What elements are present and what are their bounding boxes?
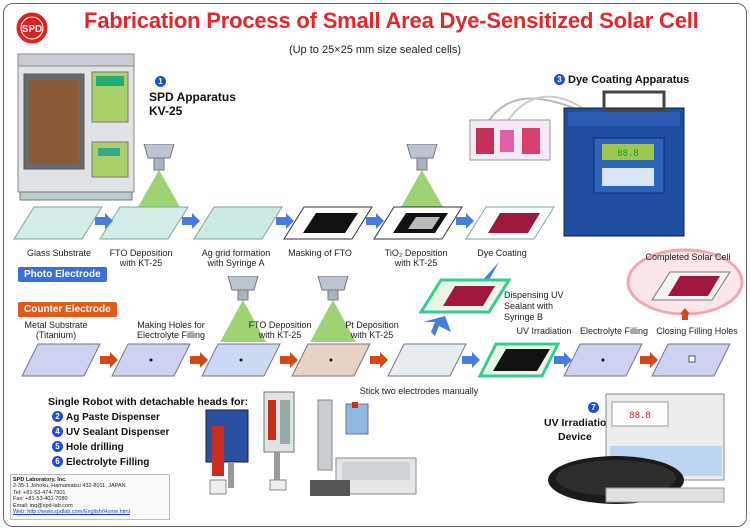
dye-panel-readout: 88.8	[617, 149, 639, 159]
spd-nozzle-fto-counter	[220, 276, 266, 342]
photo-electrode-tag: Photo Electrode	[18, 267, 107, 282]
company-tel: Tel: +81-53-474-7901	[13, 489, 66, 496]
caption-dye-coating: Dye Coating	[477, 248, 527, 258]
step-number-7: 7	[588, 402, 599, 413]
spd-nozzle-tio2	[397, 144, 447, 214]
robot-image	[310, 399, 417, 496]
arrow-right-icon	[640, 352, 658, 368]
caption-metal-substrate: Metal Substrate(Titanium)	[24, 320, 88, 340]
step-number-1: 1	[155, 76, 166, 87]
caption-glass-substrate: Glass Substrate	[26, 248, 92, 258]
robot-heading: Single Robot with detachable heads for:	[48, 396, 249, 408]
arrow-right-icon	[370, 352, 388, 368]
caption-completed: Completed Solar Cell	[645, 252, 731, 262]
caption-closing-holes: Closing Filling Holes	[656, 326, 738, 336]
page-title: Fabrication Process of Small Area Dye-Se…	[84, 8, 699, 33]
contact-info-box: SPD Laboratory, Inc. 2-35-1 Johoku, Hama…	[10, 474, 170, 520]
metal-substrate-plate	[21, 343, 101, 377]
caption-electrolyte-filling: Electrolyte Filling	[579, 326, 649, 336]
uv-irradiation-device-image: 88.8	[548, 393, 725, 504]
stuck-electrodes-plate	[387, 343, 467, 377]
caption-uv-irradiation: UV Irradiation	[516, 326, 572, 336]
company-website-link[interactable]: Web: http://www.spdlab.com/English/Home.…	[13, 509, 130, 516]
spd-apparatus-name: SPD Apparatus	[149, 90, 236, 104]
uv-sealant-group	[418, 262, 512, 336]
logo-text: SPD	[22, 24, 43, 35]
caption-masking: Masking of FTO	[288, 248, 352, 258]
caption-stick-electrodes: Stick two electrodes manually	[359, 386, 479, 396]
diagram-frame: SPD Fabrication Process of Small Area Dy…	[3, 3, 747, 527]
spd-apparatus-image	[17, 53, 135, 201]
arrow-right-icon	[182, 213, 200, 229]
ag-grid-plate	[193, 206, 283, 240]
uv-panel-readout: 88.8	[629, 411, 651, 421]
company-email: Email: inq@spd-lab.com	[13, 502, 73, 509]
spd-apparatus-label: 1 SPD Apparatus KV-25	[149, 72, 236, 118]
arrow-down-right-icon	[423, 316, 451, 336]
arrow-right-icon	[100, 352, 118, 368]
photo-electrode-substrates	[13, 206, 555, 240]
spd-apparatus-model: KV-25	[149, 104, 183, 118]
arrow-right-icon	[95, 213, 113, 229]
arrow-right-icon	[366, 213, 384, 229]
completed-cell-badge	[626, 248, 744, 320]
dispenser-head-2-image	[263, 391, 295, 491]
uv-device-label: 7 UV Irradiation Device	[544, 402, 613, 443]
company-address: 2-35-1 Johoku, Hamamatsu 432-8011, JAPAN	[13, 483, 126, 490]
arrow-right-icon	[280, 352, 298, 368]
counter-electrode-tag: Counter Electrode	[18, 302, 117, 317]
spd-nozzle-1	[134, 144, 184, 214]
company-name: SPD Laboratory, Inc.	[13, 477, 67, 483]
dispenser-head-1-image	[205, 409, 249, 495]
glass-substrate-plate	[13, 206, 103, 240]
arrow-right-icon	[190, 352, 208, 368]
counter-electrode-substrates	[21, 342, 731, 378]
spd-logo-icon: SPD	[15, 11, 49, 45]
arrow-right-icon	[554, 352, 572, 368]
arrow-right-icon	[456, 213, 474, 229]
spd-nozzle-pt	[310, 276, 356, 342]
dye-coating-apparatus-image: 88.8	[469, 90, 685, 237]
arrow-right-icon	[276, 213, 294, 229]
fto-substrate-plate	[99, 206, 189, 240]
page-subtitle: (Up to 25×25 mm size sealed cells)	[288, 44, 462, 56]
arrow-right-icon	[462, 352, 480, 368]
company-fax: Fax: +81-53-401-7080	[13, 496, 68, 503]
step-number-3: 3	[554, 74, 565, 85]
